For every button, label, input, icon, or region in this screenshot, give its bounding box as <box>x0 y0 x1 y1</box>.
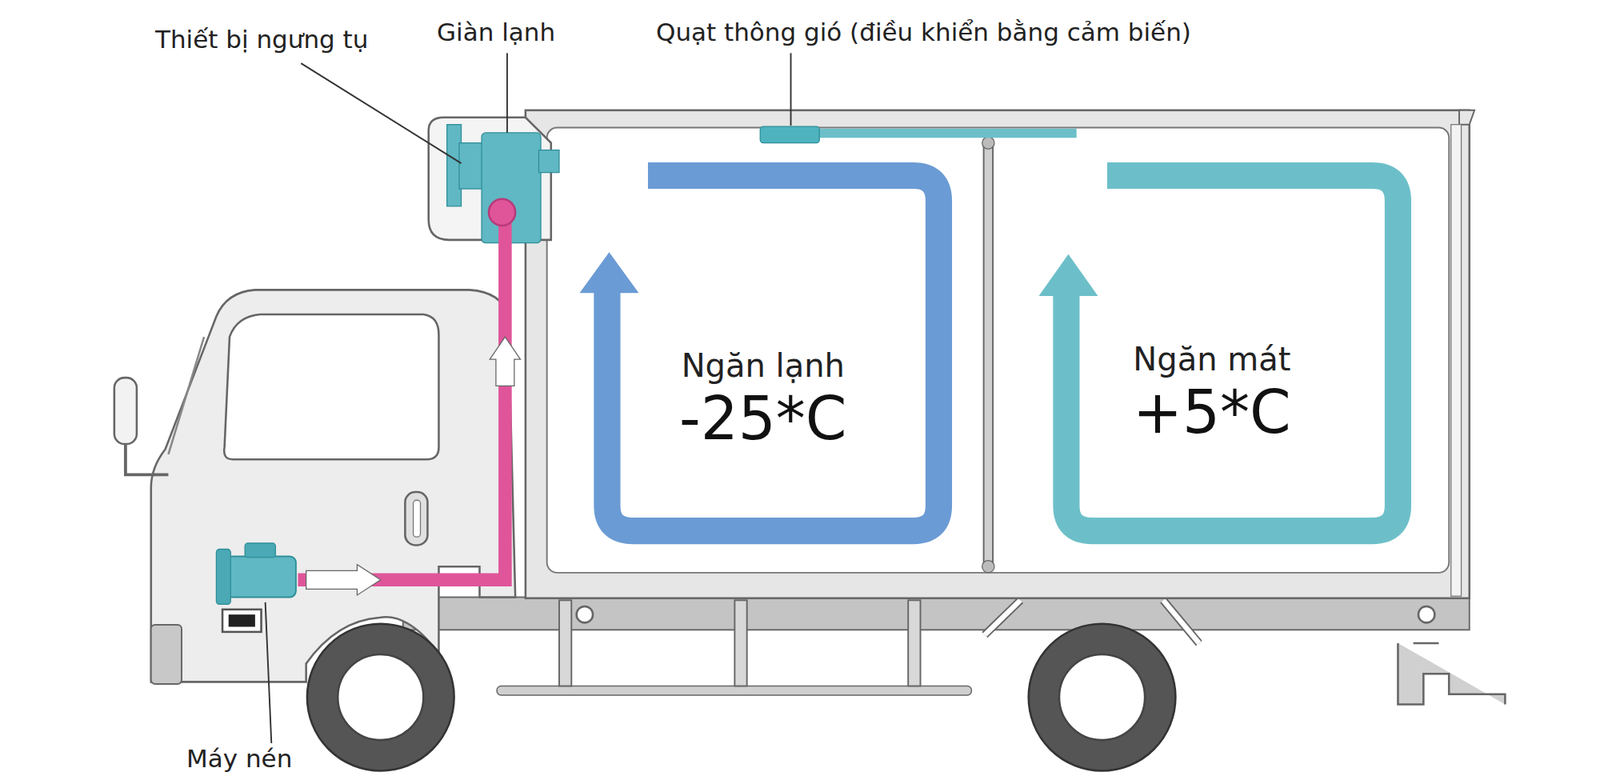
part-label: Máy nén <box>186 744 292 774</box>
compartment-name: Ngăn lạnh <box>679 346 848 385</box>
temperature-value: +5*C <box>1132 378 1292 447</box>
part-label: Giàn lạnh <box>436 18 556 48</box>
compartment-name: Ngăn mát <box>1132 340 1292 379</box>
temperature-value: -25*C <box>679 384 848 453</box>
part-label: Thiết bị ngưng tụ <box>155 25 368 55</box>
compartment-region: Ngăn lạnh-25*C <box>671 341 856 458</box>
compartment-region: Ngăn mát+5*C <box>1124 335 1300 452</box>
part-label: Quạt thông gió (điều khiển bằng cảm biến… <box>656 18 1192 48</box>
